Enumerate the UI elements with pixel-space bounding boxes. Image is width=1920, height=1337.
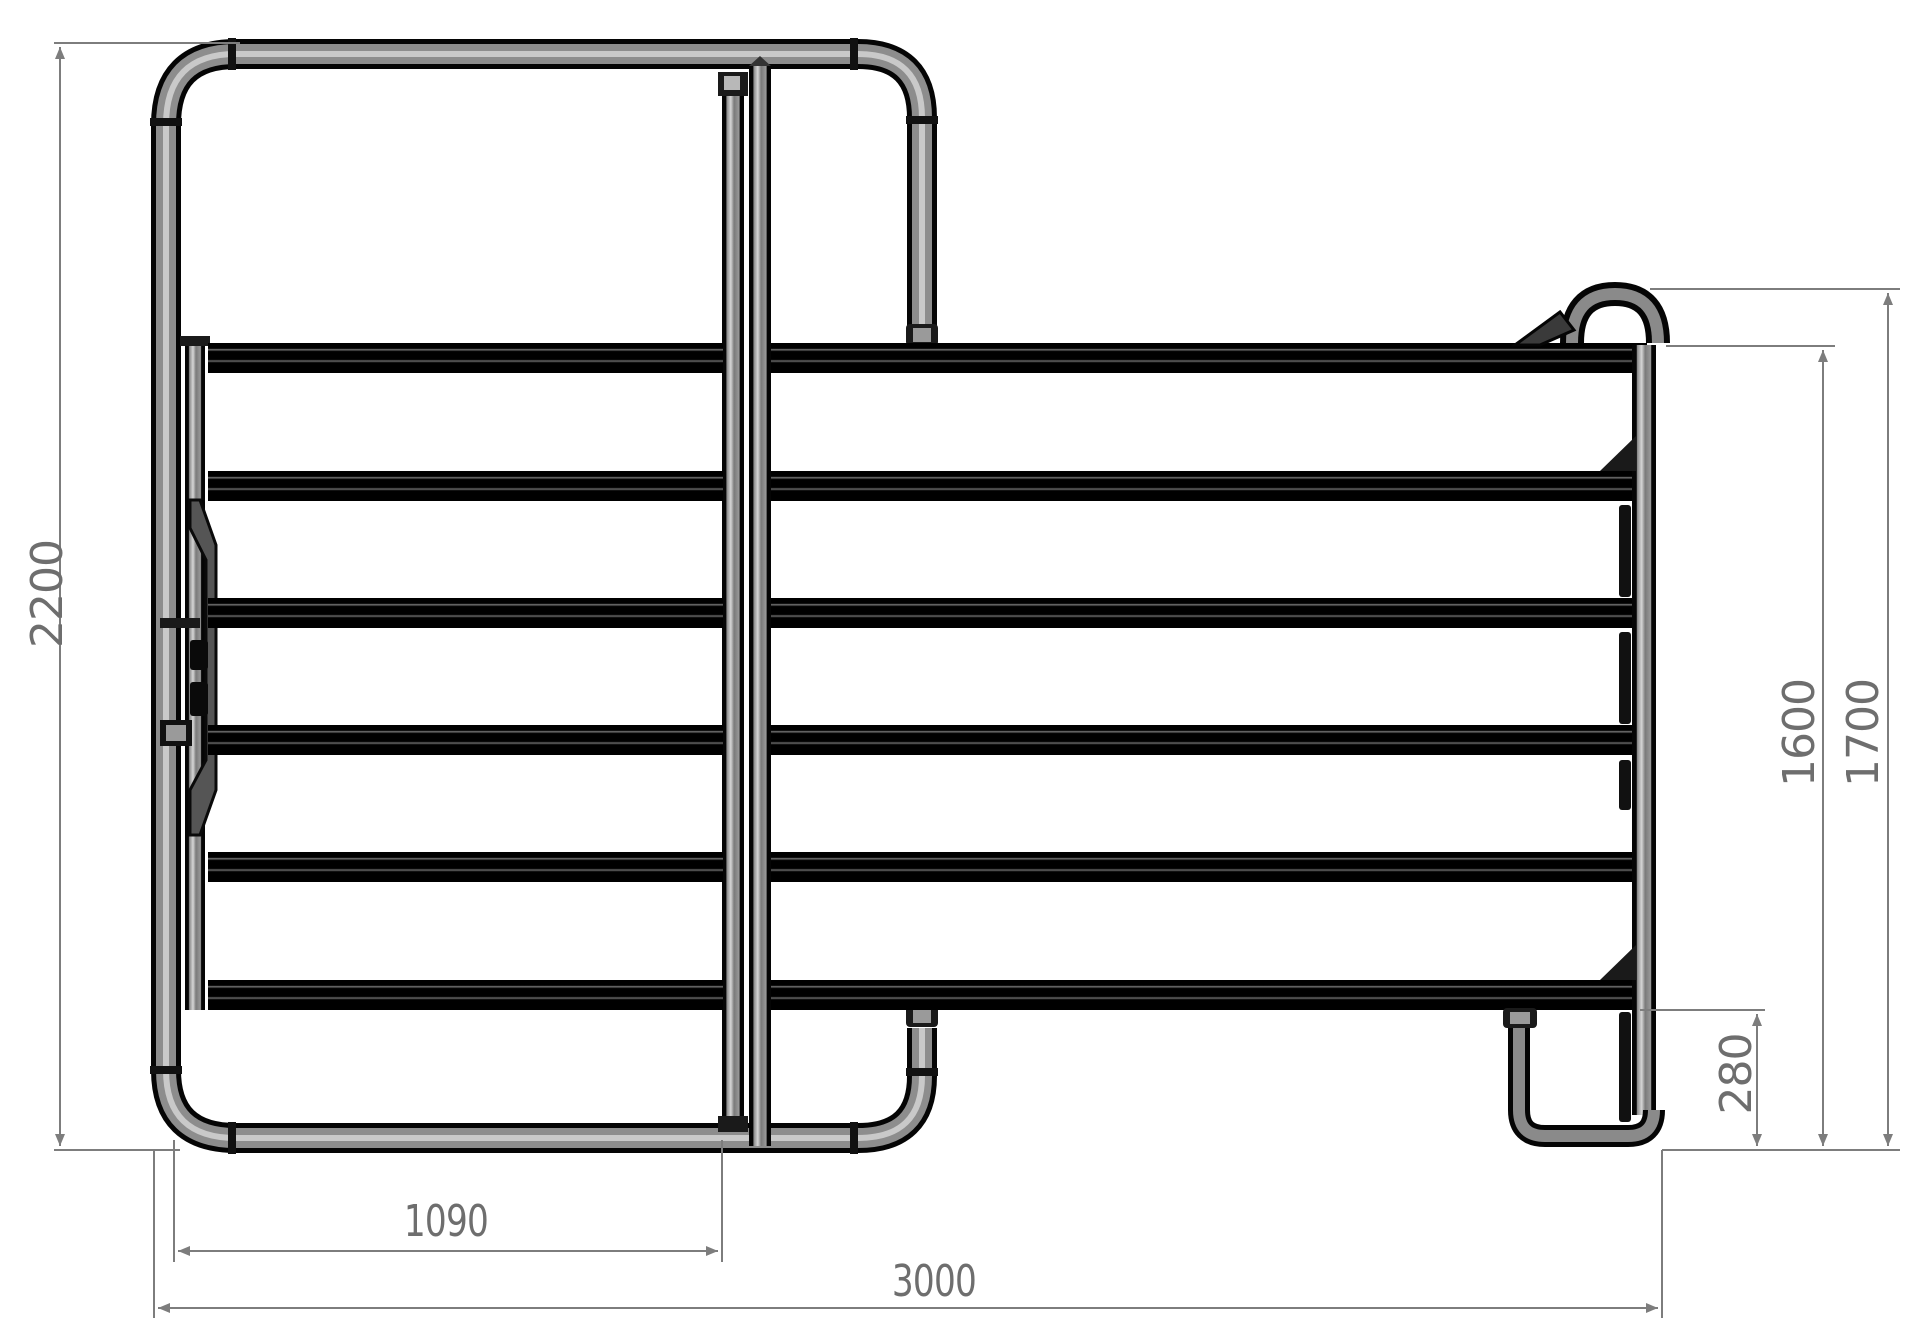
- panel-rail: [771, 725, 1647, 755]
- loop-brace: [1510, 309, 1577, 347]
- dim-label-280: 280: [1711, 1033, 1762, 1115]
- foot-stand: [1503, 1008, 1665, 1147]
- gate-rail: [208, 980, 723, 1010]
- latch-handle: [160, 618, 200, 628]
- gate-rail: [208, 598, 723, 628]
- joint-collar: [906, 116, 938, 124]
- joint-collar: [228, 1122, 236, 1154]
- joint-collar: [150, 118, 182, 126]
- gusset: [1600, 945, 1636, 980]
- panel-end-post: [1510, 281, 1670, 1122]
- gate-hinge-tube: [722, 82, 744, 1132]
- gate-rail: [208, 343, 723, 373]
- gate-rail: [208, 852, 723, 882]
- dim-label-1090: 1090: [403, 1196, 489, 1247]
- gate-frame-tube: [151, 39, 937, 1030]
- dimension-lines: [54, 42, 1900, 1318]
- panel-rails: [771, 343, 1647, 1010]
- panel-rail: [771, 343, 1647, 373]
- gate-rails: [208, 343, 723, 1010]
- panel-rail: [771, 598, 1647, 628]
- dim-label-1700: 1700: [1838, 679, 1889, 787]
- panel-rail: [771, 980, 1647, 1010]
- gate-rail: [208, 725, 723, 755]
- dim-label-3000: 3000: [891, 1256, 977, 1307]
- joint-collar: [150, 1066, 182, 1074]
- gate-rail: [208, 471, 723, 501]
- connector-chain: [1619, 505, 1631, 1122]
- gate-frame: [150, 38, 938, 1154]
- gate-frame-bottom-tube: [151, 1000, 937, 1153]
- joint-collar: [228, 38, 236, 70]
- hinge-post: [718, 56, 771, 1146]
- gate-latch-upright: [160, 336, 218, 1010]
- hinge-cap: [718, 1116, 748, 1132]
- panel-rail: [771, 852, 1647, 882]
- panel-post-tube: [749, 64, 771, 1146]
- latch-bolt: [190, 682, 208, 716]
- dim-label-2200: 2200: [22, 540, 73, 648]
- joint-collar: [906, 1068, 938, 1076]
- joint-collar: [850, 38, 858, 70]
- latch-bolt: [190, 640, 208, 670]
- joint-collar: [850, 1122, 858, 1154]
- dim-label-1600: 1600: [1774, 679, 1825, 787]
- gusset: [1600, 436, 1636, 471]
- panel-rail: [771, 471, 1647, 501]
